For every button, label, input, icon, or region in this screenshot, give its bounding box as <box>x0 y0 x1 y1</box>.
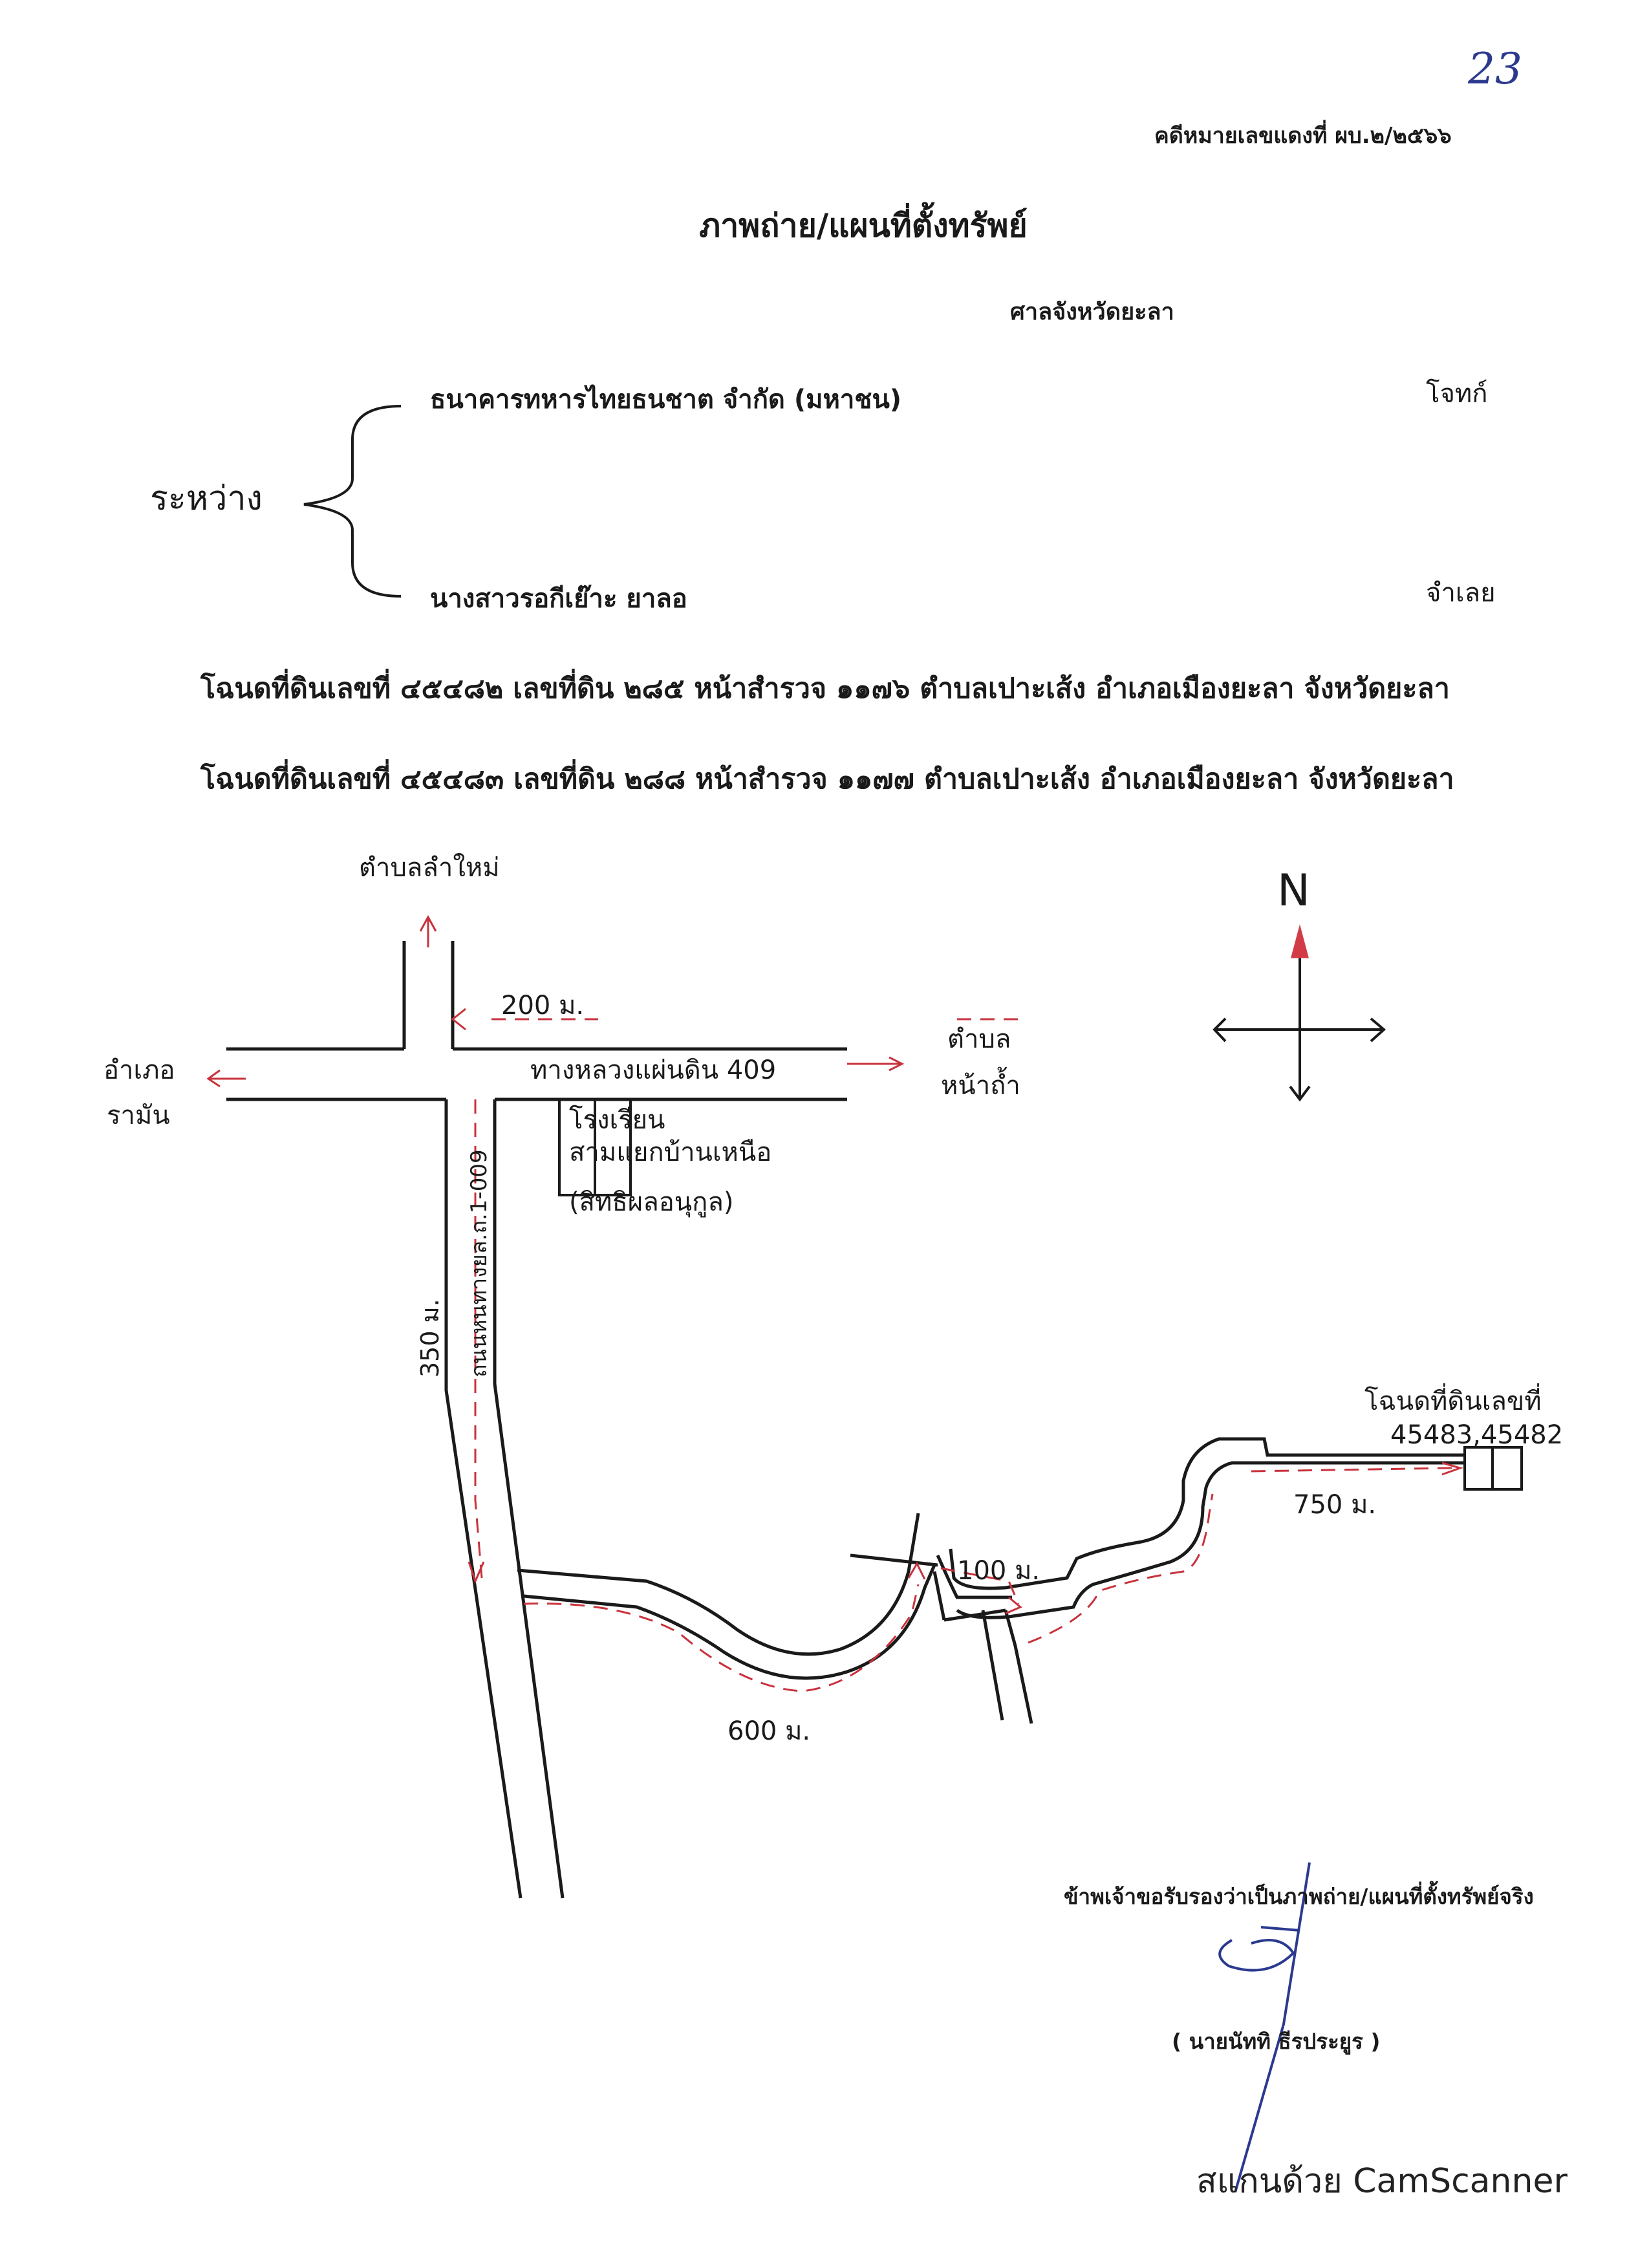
signature <box>1218 1862 1311 2193</box>
distance-600-label: 600 ม. <box>727 1716 810 1746</box>
certification-text: ข้าพเจ้าขอรับรองว่าเป็นภาพถ่าย/แผนที่ตั้… <box>1064 1884 1534 1909</box>
between-label: ระหว่าง <box>150 479 263 518</box>
document-title: ภาพถ่าย/แผนที่ตั้งทรัพย์ <box>699 207 1028 244</box>
route-path <box>474 1018 1452 1692</box>
plot-label-1: โฉนดที่ดินเลขที่ <box>1364 1383 1542 1416</box>
defendant-name: นางสาวรอกีเย๊าะ ยาลอ <box>430 584 687 614</box>
signer-name: ( นายนัททิ ธีรประยูร ) <box>1172 2029 1381 2054</box>
distance-350-label: 350 ม. <box>416 1299 444 1377</box>
deed-line-1: โฉนดที่ดินเลขที่ ๔๕๔๘๒ เลขที่ดิน ๒๘๕ หน้… <box>200 673 1450 705</box>
left-destination-label-2: รามัน <box>107 1101 170 1130</box>
deed-line-2: โฉนดที่ดินเลขที่ ๔๕๔๘๓ เลขที่ดิน ๒๘๘ หน้… <box>200 763 1454 795</box>
left-destination-label-1: อำเภอ <box>103 1055 175 1085</box>
plaintiff-role: โจทก์ <box>1426 379 1488 409</box>
right-destination-label-2: หน้าถ้ำ <box>941 1066 1020 1101</box>
school-label-1: โรงเรียน <box>569 1105 665 1135</box>
distance-750-label: 750 ม. <box>1293 1490 1376 1520</box>
side-road-label: ถนนหนทางยล.ถ.1-009 <box>466 1149 492 1377</box>
page-number: 23 <box>1468 44 1522 94</box>
distance-200-label: 200 ม. <box>501 991 584 1021</box>
highway-label: ทางหลวงแผ่นดิน 409 <box>530 1055 776 1085</box>
plaintiff-name: ธนาคารทหารไทยธนชาต จำกัด (มหาชน) <box>430 385 902 415</box>
top-destination-label: ตำบลลำใหม่ <box>359 852 500 883</box>
side-road <box>444 1099 565 1899</box>
distance-100-label: 100 ม. <box>957 1556 1040 1586</box>
land-plot <box>1463 1446 1523 1491</box>
route-arrows <box>206 914 1463 1615</box>
plot-label-2: 45483,45482 <box>1390 1420 1563 1450</box>
case-number: คดีหมายเลขแดงที่ ผบ.๒/๒๕๖๖ <box>1154 123 1452 149</box>
school-building <box>558 1098 632 1196</box>
right-destination-label-1: ตำบล <box>947 1024 1011 1054</box>
school-label-3: (สิทธิผลอนุกูล) <box>569 1187 733 1218</box>
school-label-2: สามแยกบ้านเหนือ <box>569 1138 771 1167</box>
highway-road <box>226 1047 847 1101</box>
compass <box>1212 931 1386 1102</box>
party-brace <box>303 405 402 598</box>
court-name: ศาลจังหวัดยะลา <box>1010 299 1174 325</box>
defendant-role: จำเลย <box>1426 578 1496 608</box>
north-label: N <box>1277 865 1310 916</box>
scanner-watermark: สแกนด้วย CamScanner <box>1196 2162 1568 2201</box>
north-arrow-icon <box>1291 924 1309 958</box>
curved-road <box>517 1437 1465 1724</box>
north-road <box>402 941 455 1049</box>
